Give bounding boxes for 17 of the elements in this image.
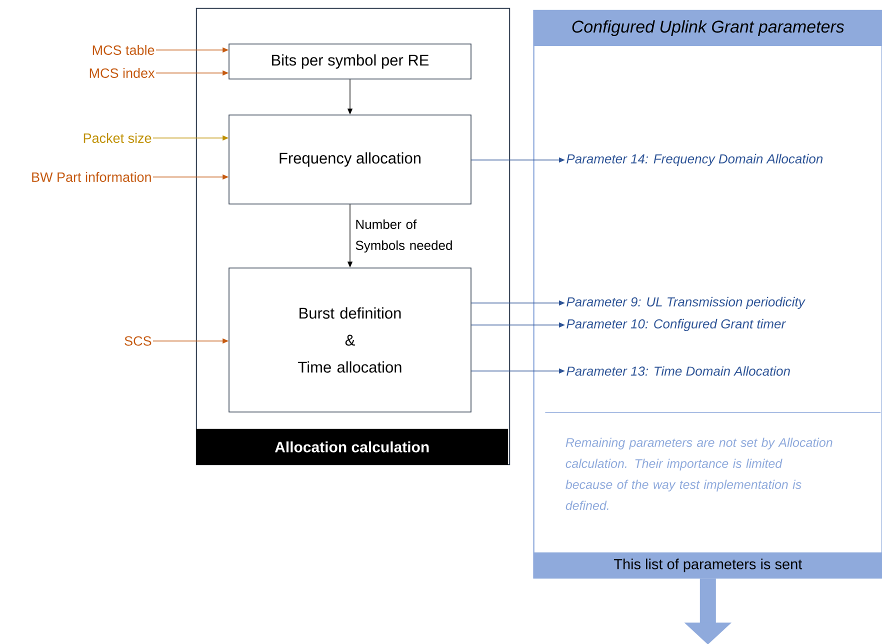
footer-band: This list of parameters is sent: [533, 552, 882, 578]
input-label: Packet size: [84, 133, 152, 143]
input-label: BW Part information: [32, 172, 151, 182]
edge-label: Number of Symbols needed: [354, 218, 456, 254]
input-label: MCS index: [90, 68, 155, 78]
parameter-label: Parameter 13: Time Domain Allocation: [566, 366, 790, 376]
process-box: Frequency allocation: [228, 114, 472, 204]
parameter-label: Parameter 10: Configured Grant timer: [566, 318, 786, 332]
input-label: MCS table: [92, 45, 154, 55]
input-label: SCS: [124, 336, 152, 346]
title-band: Allocation calculation: [196, 428, 508, 465]
parameter-label: Parameter 9: UL Transmission periodicity: [566, 296, 806, 310]
process-box: Bits per symbol per RE: [228, 44, 472, 80]
note-text: Remaining parameters are not set by Allocation calculation. Their importance is limited because of the way test implementation is defined.: [566, 438, 832, 510]
parameter-label: Parameter 14: Frequency Domain Allocation: [566, 154, 823, 166]
process-box: Burst definition & Time allocation: [228, 268, 472, 412]
header-band: Configured Uplink Grant parameters: [533, 10, 882, 46]
